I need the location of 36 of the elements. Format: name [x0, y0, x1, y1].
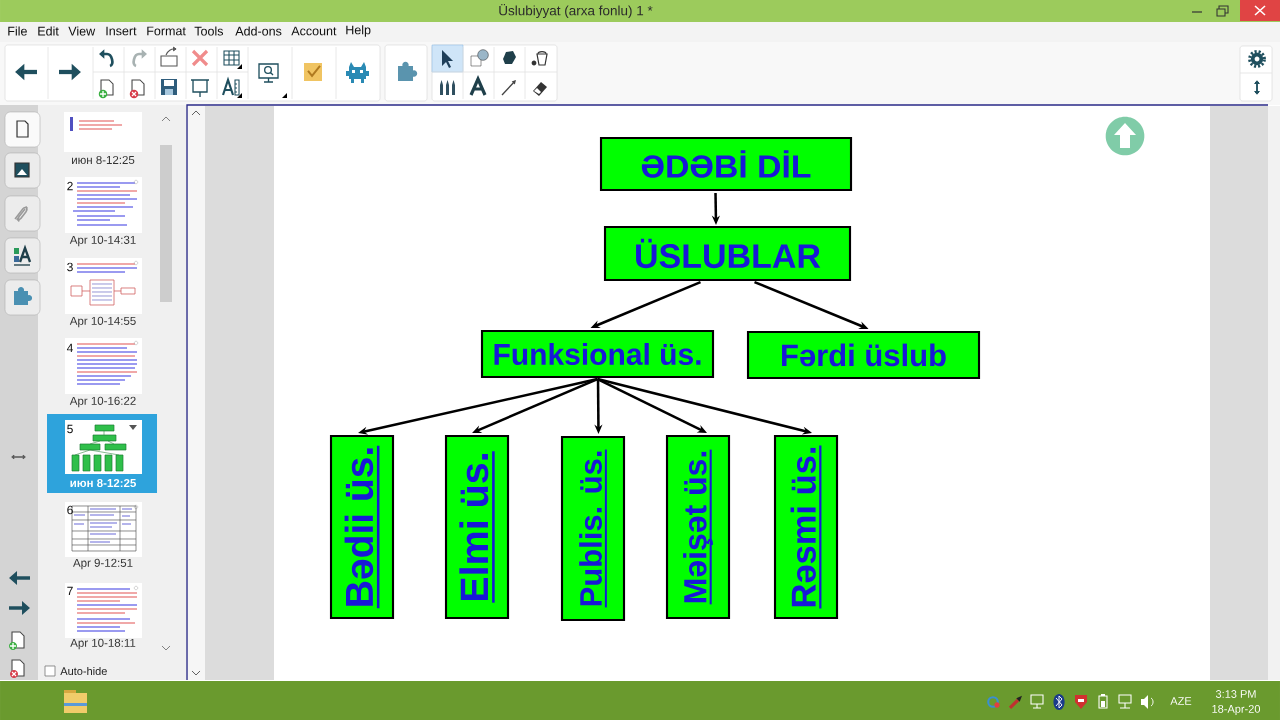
menu-item: File [8, 26, 27, 36]
page-number: 6 [67, 505, 73, 515]
language-indicator: AZE [1170, 697, 1192, 705]
timestamp: Apr 10-14:31 [69, 235, 136, 247]
window-title: Üslubiyyat (arxa fonlu) 1 * [499, 3, 653, 19]
category-box: Fərdi üslub [746, 330, 981, 380]
auto-hide-label: Auto-hide [60, 666, 107, 676]
menu-item: Tools [194, 26, 223, 36]
page-number: 5 [67, 424, 73, 434]
menu-item: Add-ons [235, 26, 282, 36]
timestamp: Apr 10-18:11 [70, 638, 136, 650]
style-box: Bədii üs. [329, 434, 395, 620]
style-box: Publis. üs. [560, 435, 626, 622]
page-number: 7 [67, 586, 73, 596]
menu-item: View [68, 26, 96, 36]
menu-item: Account [291, 26, 337, 36]
menu-item: Insert [106, 26, 137, 36]
clock-time: 3:13 PM [1215, 690, 1256, 698]
heading-box: ƏDƏBİ DİL [599, 136, 853, 192]
style-box: Məişət üs. [665, 434, 731, 620]
category-box: Funksional üs. [480, 329, 715, 379]
menu-item: Format [147, 26, 186, 36]
style-box: Elmi üs. [444, 434, 510, 620]
menu-item: Edit [38, 26, 59, 36]
page-number: 4 [66, 343, 73, 353]
timestamp: Apr 10-14:55 [69, 316, 136, 328]
clock-date: 18-Apr-20 [1212, 705, 1261, 715]
timestamp: июн 8-12:25 [70, 478, 136, 488]
page-number: 3 [67, 262, 73, 272]
timestamp: июн 8-12:25 [72, 155, 135, 165]
menu-item: Help [346, 25, 371, 37]
timestamp: Apr 10-16:22 [69, 396, 136, 408]
page-number: 2 [67, 181, 73, 191]
style-box: Rəsmi üs. [773, 434, 839, 620]
heading-box: ÜSLUBLAR [603, 225, 852, 282]
timestamp: Apr 9-12:51 [73, 558, 133, 570]
